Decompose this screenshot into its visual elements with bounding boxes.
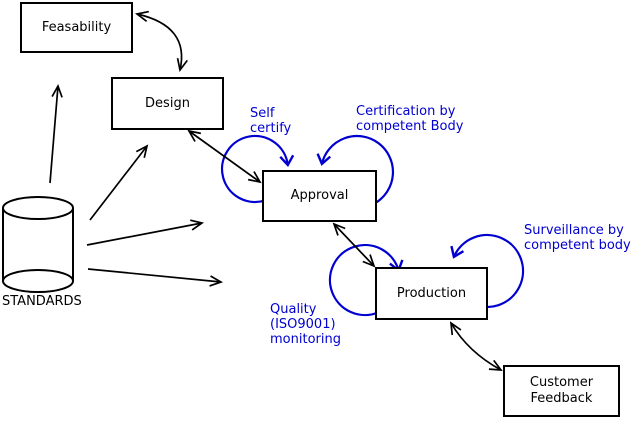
node-customer-feedback-label-line2: Feedback (530, 391, 593, 406)
node-approval: Approval (262, 170, 377, 222)
annotation-self-certify-line1: Self (250, 106, 275, 121)
arrow-approval-production (332, 222, 376, 268)
loop-certification (316, 134, 395, 205)
loop-surveillance (450, 234, 525, 309)
node-design-label: Design (145, 95, 190, 111)
node-customer-feedback-label-line1: Customer (529, 375, 594, 390)
node-production: Production (375, 267, 488, 320)
arrow-production-customer-feedback (449, 321, 503, 371)
annotation-quality-line2: (ISO9001) (270, 317, 336, 332)
node-design: Design (111, 77, 224, 130)
arrow-standards-to-design (89, 144, 149, 221)
node-approval-label: Approval (290, 188, 349, 203)
arrow-standards-to-approval (86, 219, 205, 246)
node-production-label: Production (396, 285, 467, 301)
arrow-feasability-design (134, 10, 188, 73)
annotation-quality-line3: monitoring (270, 332, 341, 347)
annotation-self-certify-line2: certify (250, 121, 292, 136)
arrow-standards-to-feasability (49, 83, 63, 184)
node-customer-feedback: Customer Feedback (503, 365, 620, 417)
annotation-quality-monitoring: Quality (ISO9001) monitoring (270, 302, 341, 347)
arrow-design-approval (187, 129, 262, 184)
node-feasability: Feasability (20, 2, 133, 53)
standards-cylinder (2, 196, 74, 293)
annotation-surveillance-line2: competent body (524, 238, 631, 253)
annotation-certification-line2: competent Body (356, 119, 464, 134)
annotation-certification-line1: Certification by (356, 104, 456, 119)
arrow-standards-to-production (87, 268, 224, 287)
annotation-quality-line1: Quality (270, 302, 317, 317)
annotation-surveillance: Surveillance by competent body (524, 223, 631, 253)
annotation-self-certify: Self certify (250, 106, 291, 136)
annotation-surveillance-line1: Surveillance by (524, 223, 624, 238)
standards-label: STANDARDS (2, 294, 82, 309)
node-feasability-label: Feasability (41, 19, 112, 35)
annotation-certification: Certification by competent Body (356, 104, 463, 134)
